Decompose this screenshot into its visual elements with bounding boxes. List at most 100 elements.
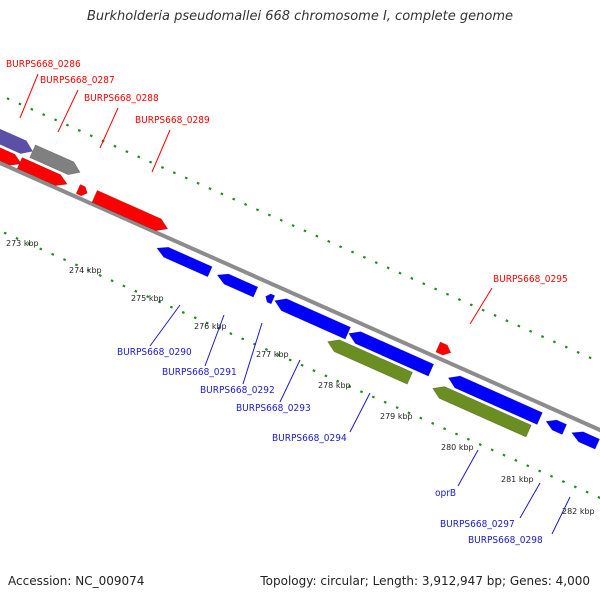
leader-line-BURPS668_0291 [204, 314, 225, 367]
inner-scale-ring-dot [324, 374, 328, 378]
inner-scale-ring-dot [134, 289, 138, 293]
inner-scale-ring-dot [514, 458, 518, 462]
inner-scale-ring-dot [193, 316, 197, 320]
outer-scale-ring-dot [576, 350, 580, 354]
gene-arrow-oprB[interactable] [447, 375, 543, 425]
outer-scale-ring-dot [6, 97, 10, 101]
inner-scale-ring-dot [264, 347, 269, 351]
inner-scale-ring-dot [51, 252, 55, 256]
leader-line-BURPS668_0290 [149, 304, 181, 347]
inner-scale-ring-dot [39, 247, 43, 251]
outer-scale-ring-dot [529, 329, 533, 333]
outer-scale-ring-dot [493, 313, 497, 317]
inner-scale-ring-dot [348, 384, 352, 388]
outer-scale-ring-dot [208, 187, 212, 191]
gene-label-BURPS668_0297[interactable]: BURPS668_0297 [440, 519, 515, 530]
gene-arrow-BURPS668_0293-b[interactable] [348, 331, 435, 377]
outer-scale-ring-dot [255, 208, 260, 212]
outer-scale-ring-dot [552, 340, 557, 344]
outer-scale-ring-dot [422, 282, 426, 286]
inner-scale-ring-dot [169, 305, 174, 309]
gene-arrow-BURPS668_0298[interactable] [571, 431, 600, 450]
inner-scale-ring-dot [490, 448, 494, 452]
gene-arrow-BURPS668_0288[interactable] [16, 157, 68, 186]
leader-line-BURPS668_0293 [279, 359, 301, 403]
inner-scale-ring-dot [336, 379, 340, 383]
accession-text: Accession: NC_009074 [8, 574, 145, 588]
gene-label-BURPS668_0298[interactable]: BURPS668_0298 [468, 535, 543, 546]
gene-arrow-BURPS668_0290[interactable] [156, 246, 213, 278]
gene-label-BURPS668_0292[interactable]: BURPS668_0292 [200, 385, 275, 396]
outer-scale-ring-dot [398, 271, 402, 275]
outer-scale-ring-dot [244, 202, 248, 206]
leader-line-BURPS668_0288 [99, 107, 119, 149]
tick-label-277kbp: 277 kbp [256, 350, 289, 359]
gene-arrow-BURPS668_0291[interactable] [216, 273, 259, 298]
outer-scale-ring-dot [267, 213, 271, 217]
outer-scale-ring-dot [160, 165, 165, 169]
inner-scale-ring-dot [181, 310, 185, 314]
inner-scale-ring-dot [312, 369, 316, 373]
gene-label-BURPS668_0289[interactable]: BURPS668_0289 [135, 115, 210, 126]
outer-scale-ring-dot [184, 176, 188, 180]
gene-label-BURPS668_0287[interactable]: BURPS668_0287 [40, 75, 115, 86]
map-title: Burkholderia pseudomallei 668 chromosome… [86, 9, 514, 24]
gene-label-BURPS668_0290[interactable]: BURPS668_0290 [117, 347, 192, 358]
outer-scale-ring-dot [469, 303, 473, 307]
gene-label-BURPS668_0288[interactable]: BURPS668_0288 [84, 93, 159, 104]
gene-arrow-BURPS668_0293[interactable] [274, 298, 351, 340]
tick-label-273kbp: 273 kbp [6, 239, 39, 248]
inner-scale-ring-dot [407, 411, 411, 415]
inner-scale-ring-dot [205, 321, 209, 325]
gene-arrow-BURPS668_0297[interactable] [432, 386, 532, 438]
outer-scale-ring-dot [517, 324, 521, 328]
tick-label-275kbp: 275 kbp [131, 294, 164, 303]
outer-scale-ring-dot [457, 298, 461, 302]
outer-scale-ring-dot [279, 218, 283, 222]
gene-label-BURPS668_0286[interactable]: BURPS668_0286 [6, 59, 81, 70]
gene-arrow-BURPS668_0287[interactable] [29, 144, 81, 176]
inner-scale-ring-dot [431, 421, 435, 425]
leader-line-BURPS668_0286 [19, 73, 39, 119]
gene-arrow-BURPS668_0286[interactable] [0, 122, 34, 154]
outer-scale-ring-dot [30, 107, 34, 111]
gene-arrow-BURPS668_0286-b[interactable] [0, 142, 23, 166]
gene-arrow-BURPS668_0289[interactable] [91, 190, 169, 232]
gene-label-BURPS668_0295[interactable]: BURPS668_0295 [493, 274, 568, 285]
outer-scale-ring-dot [196, 181, 200, 185]
inner-scale-ring-dot [157, 300, 162, 304]
inner-scale-ring-dot [478, 443, 482, 447]
leader-line-BURPS668_0294 [349, 392, 371, 433]
inner-scale-ring-dot [98, 273, 102, 277]
gene-arrow-BURPS668_0297-b[interactable] [545, 419, 568, 435]
outer-scale-ring-dot [374, 261, 378, 265]
gene-label-oprB[interactable]: oprB [435, 488, 456, 499]
tick-label-274kbp: 274 kbp [69, 266, 102, 275]
outer-scale-ring-dot [410, 276, 414, 280]
outer-scale-ring-dot [540, 335, 545, 339]
gene-label-BURPS668_0293[interactable]: BURPS668_0293 [236, 403, 311, 414]
leader-line-BURPS668_0289 [151, 129, 171, 173]
outer-scale-ring-dot [232, 197, 236, 201]
gene-label-BURPS668_0291[interactable]: BURPS668_0291 [162, 367, 237, 378]
gene-arrow-BURPS668_0292[interactable] [265, 293, 276, 305]
outer-scale-ring-dot [42, 113, 46, 117]
inner-scale-ring-dot [276, 353, 280, 357]
leader-line-BURPS668_0297 [519, 482, 541, 519]
outer-scale-ring-dot [77, 128, 81, 132]
inner-scale-ring-dot [419, 416, 423, 420]
gene-arrow-BURPS668_0294[interactable] [327, 339, 413, 385]
inner-scale-ring-dot [395, 406, 399, 410]
outer-scale-ring-dot [386, 266, 390, 270]
gene-arrow-small-fwd[interactable] [75, 184, 88, 197]
leader-line-BURPS668_0298 [551, 496, 571, 535]
inner-scale-ring-dot [454, 432, 459, 436]
inner-scale-ring-dot [443, 427, 447, 431]
leader-line-BURPS668_0292 [242, 322, 263, 385]
outer-scale-ring-dot [327, 239, 331, 243]
gene-arrow-BURPS668_0295[interactable] [435, 341, 452, 356]
inner-scale-ring-dot [573, 485, 577, 489]
gene-label-BURPS668_0294[interactable]: BURPS668_0294 [272, 433, 347, 444]
